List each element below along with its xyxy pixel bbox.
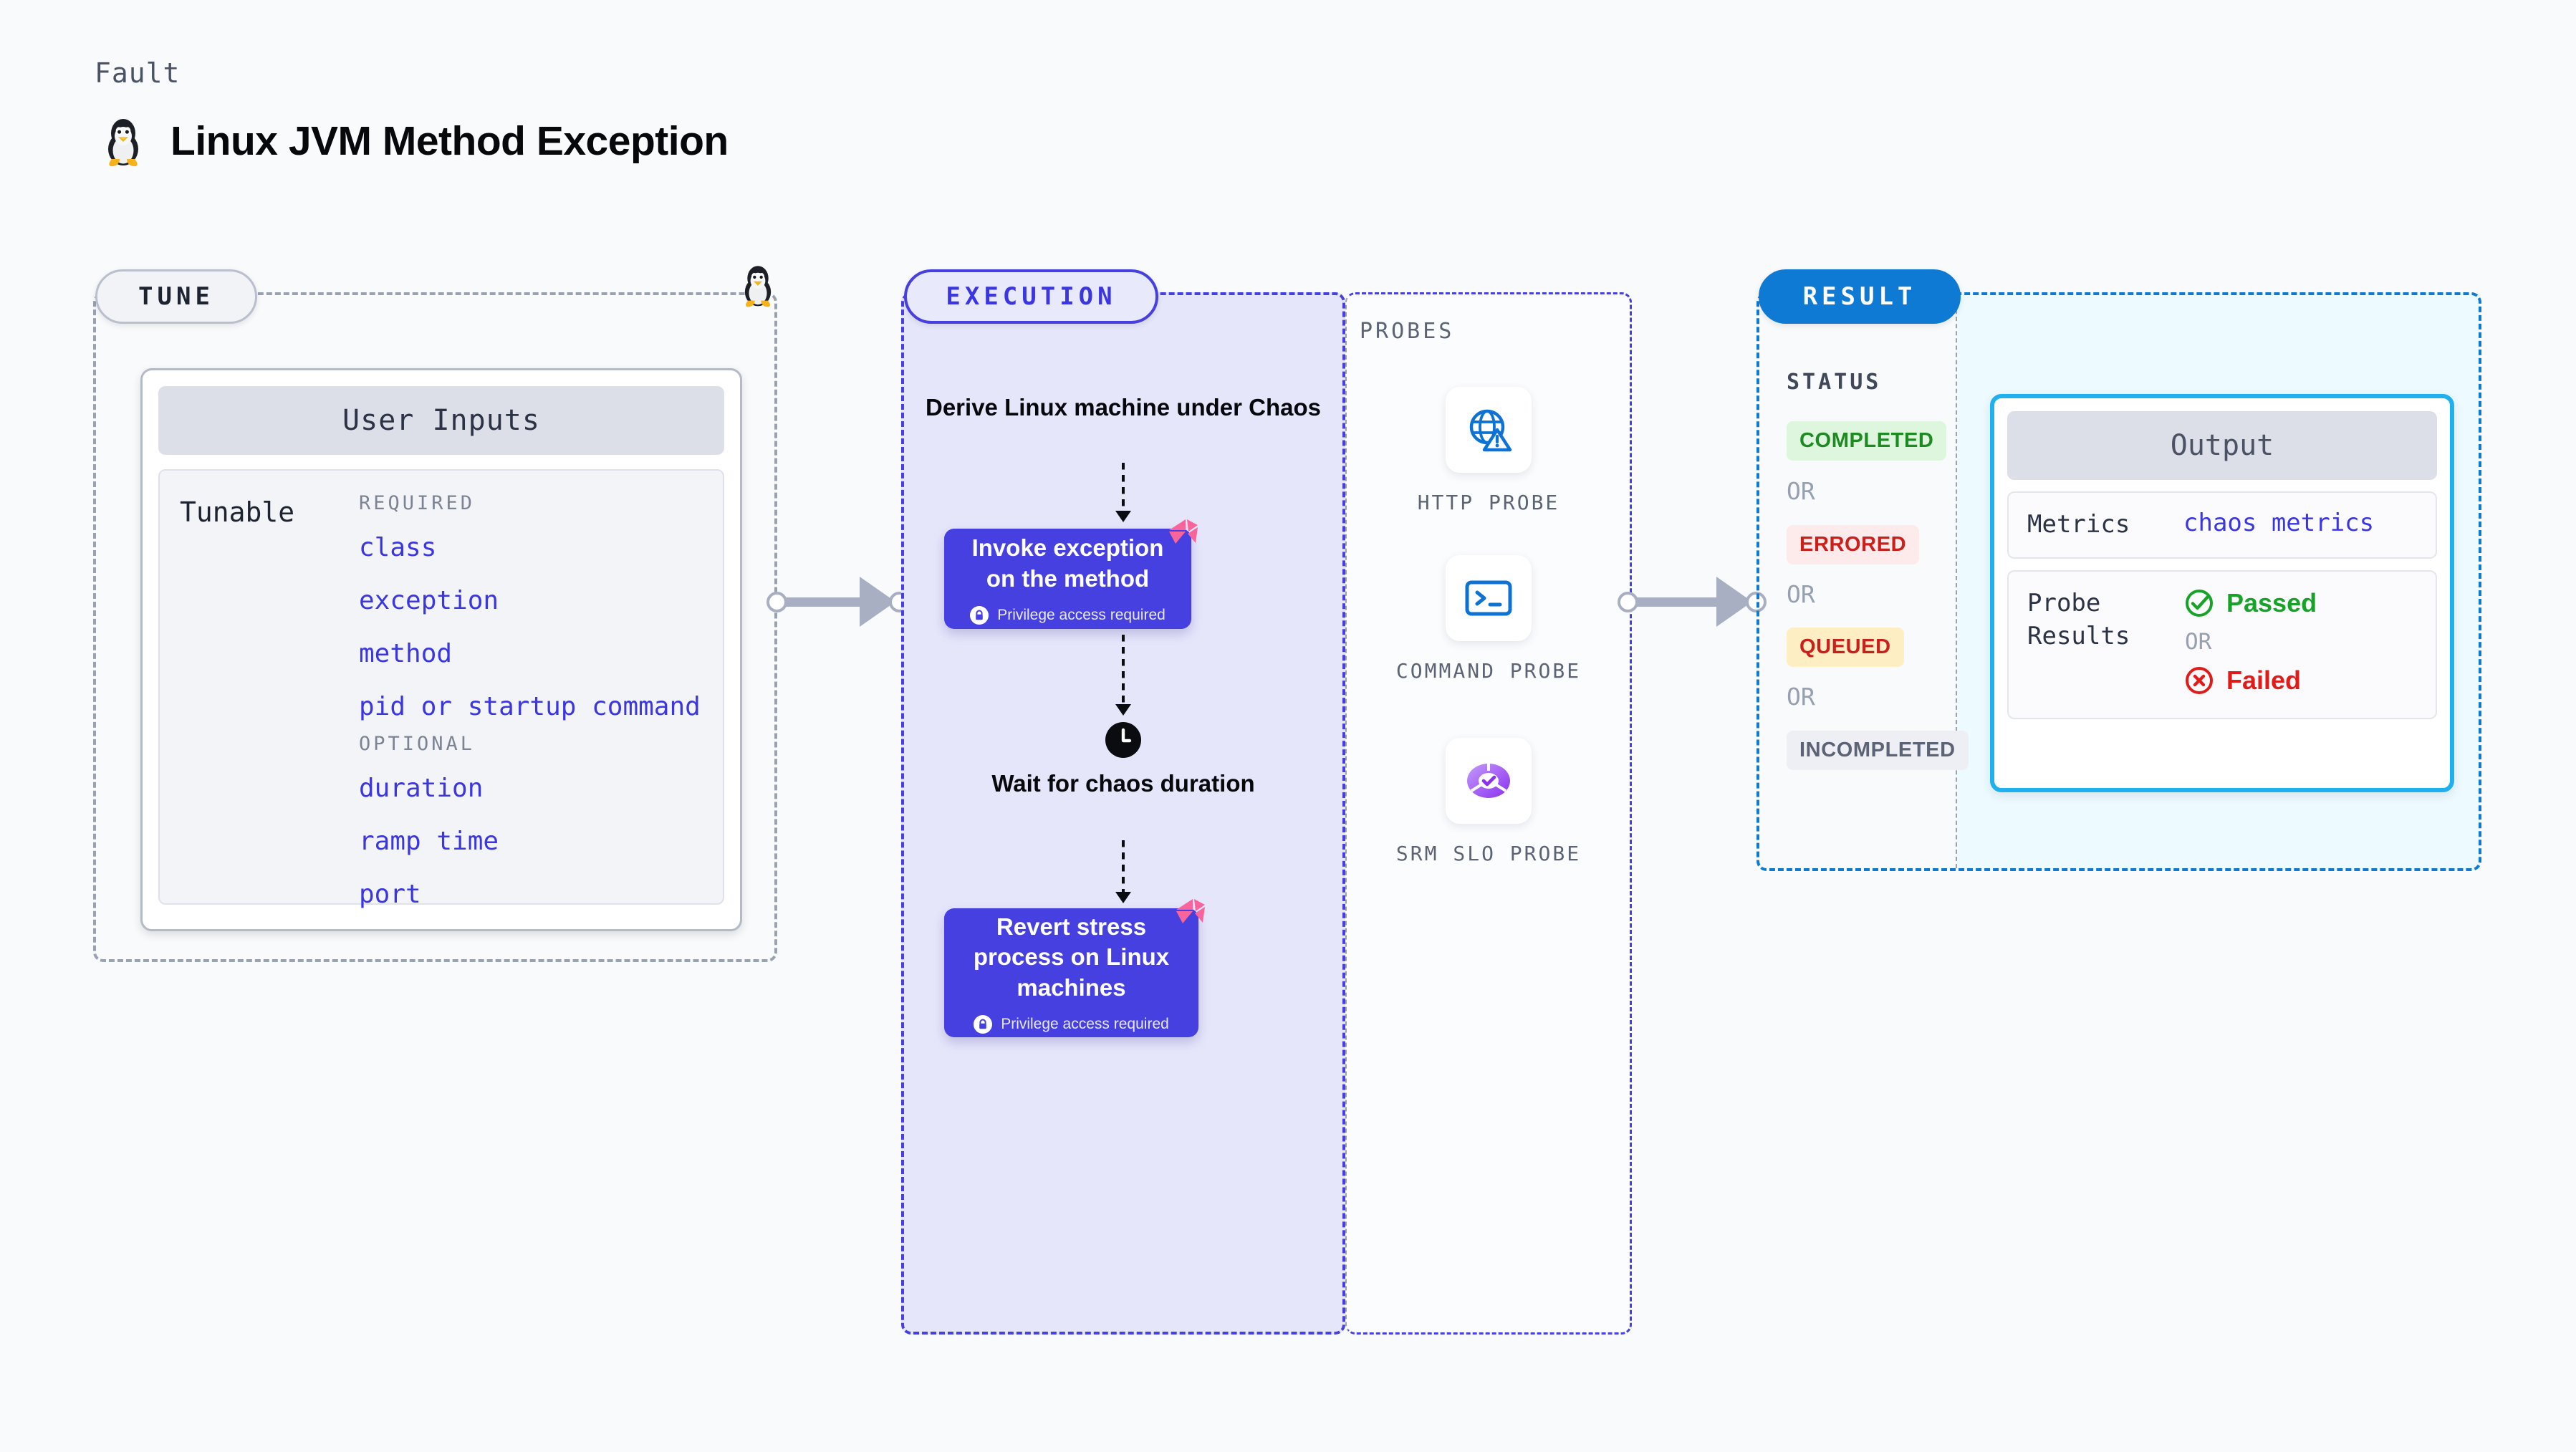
- check-circle-icon: [2183, 587, 2215, 619]
- probe-http[interactable]: HTTP PROBE: [1395, 387, 1582, 516]
- flow-arrow-2: [1115, 635, 1131, 716]
- metrics-key: Metrics: [2027, 510, 2130, 539]
- optional-group-title: OPTIONAL: [359, 733, 476, 755]
- probe-result-passed: Passed: [2183, 587, 2317, 619]
- probe-label: COMMAND PROBE: [1395, 659, 1582, 683]
- probe-results-values: Passed OR Failed: [2183, 587, 2317, 696]
- privilege-note: Privilege access required: [974, 1014, 1169, 1034]
- execution-flow: Derive Linux machine under Chaos Invoke …: [901, 292, 1345, 1335]
- flow-arrow-3: [1115, 840, 1131, 903]
- connector-end-dot: [1746, 592, 1767, 612]
- terminal-icon: [1446, 555, 1532, 641]
- linux-tux-icon: [738, 262, 778, 312]
- derive-machine-label: Derive Linux machine under Chaos: [926, 394, 1321, 420]
- param-exception[interactable]: exception: [359, 586, 499, 615]
- status-or-1: OR: [1787, 477, 1815, 505]
- globe-warning-icon: [1446, 387, 1532, 473]
- privilege-text: Privilege access required: [997, 606, 1166, 623]
- probe-label: HTTP PROBE: [1417, 491, 1560, 514]
- probe-result-failed: Failed: [2183, 665, 2317, 696]
- probe-command[interactable]: COMMAND PROBE: [1395, 555, 1582, 685]
- param-pid-or-startup-command[interactable]: pid or startup command: [359, 692, 701, 721]
- user-inputs-card: User Inputs Tunable REQUIRED class excep…: [140, 368, 742, 931]
- wait-duration-label: Wait for chaos duration: [991, 770, 1255, 797]
- probe-results-key: Probe Results: [2027, 588, 2130, 650]
- lock-icon: [974, 1014, 993, 1034]
- param-port[interactable]: port: [359, 880, 421, 909]
- probe-result-or: OR: [2185, 628, 2212, 655]
- revert-stress-node[interactable]: Revert stress process on Linux machines …: [944, 899, 1205, 1037]
- connector-start-dot: [1618, 592, 1638, 612]
- status-or-3: OR: [1787, 683, 1815, 711]
- lock-icon: [970, 605, 989, 625]
- harness-logo-icon: [1171, 894, 1210, 936]
- metrics-row: Metrics chaos metrics: [2007, 491, 2437, 559]
- result-pill[interactable]: RESULT: [1759, 269, 1961, 324]
- invoke-exception-node[interactable]: Invoke exception on the method Privilege…: [944, 519, 1198, 629]
- flow-arrow-1: [1115, 463, 1131, 522]
- result-divider: [1956, 295, 1957, 868]
- clock-icon: [1105, 722, 1141, 761]
- output-header: Output: [2007, 411, 2437, 480]
- tune-to-execution-arrow: [766, 577, 910, 627]
- probe-srm-slo[interactable]: SRM SLO PROBE: [1395, 738, 1582, 867]
- privilege-note: Privilege access required: [970, 605, 1166, 625]
- output-card: Output Metrics chaos metrics Probe Resul…: [1990, 394, 2454, 792]
- required-group-title: REQUIRED: [359, 492, 476, 514]
- connector-start-dot: [766, 592, 787, 612]
- tune-section: [93, 292, 777, 962]
- page-title: Linux JVM Method Exception: [170, 118, 729, 164]
- x-circle-icon: [2183, 665, 2215, 696]
- failed-label: Failed: [2226, 665, 2302, 695]
- status-badge-errored: ERRORED: [1787, 525, 1920, 564]
- slo-donut-check-icon: [1446, 738, 1532, 824]
- probes-title: PROBES: [1360, 319, 1455, 344]
- param-ramp-time[interactable]: ramp time: [359, 827, 499, 856]
- probe-label: SRM SLO PROBE: [1395, 842, 1582, 865]
- node-title: Revert stress process on Linux machines: [973, 913, 1170, 1001]
- execution-pill[interactable]: EXECUTION: [904, 269, 1158, 324]
- status-title: STATUS: [1787, 370, 1882, 395]
- user-inputs-body: Tunable REQUIRED class exception method …: [158, 469, 724, 909]
- tune-pill[interactable]: TUNE: [95, 269, 257, 324]
- user-inputs-header: User Inputs: [158, 386, 724, 455]
- result-section: [1756, 292, 2481, 871]
- node-title: Invoke exception on the method: [971, 534, 1164, 592]
- linux-tux-icon: [100, 115, 146, 168]
- probe-results-row: Probe Results Passed OR: [2007, 569, 2437, 719]
- probes-to-result-arrow: [1618, 577, 1768, 627]
- param-class[interactable]: class: [359, 533, 437, 562]
- param-method[interactable]: method: [359, 639, 453, 668]
- metrics-link[interactable]: chaos metrics: [2183, 509, 2375, 537]
- param-duration[interactable]: duration: [359, 774, 484, 803]
- status-or-2: OR: [1787, 580, 1815, 608]
- status-badge-queued: QUEUED: [1787, 628, 1904, 667]
- privilege-text: Privilege access required: [1001, 1015, 1169, 1032]
- page-title-row: Linux JVM Method Exception: [100, 115, 729, 168]
- status-badge-completed: COMPLETED: [1787, 421, 1947, 461]
- tunable-params: REQUIRED class exception method pid or s…: [359, 492, 701, 909]
- passed-label: Passed: [2226, 587, 2317, 617]
- status-badge-incompleted: INCOMPLETED: [1787, 731, 1969, 770]
- harness-logo-icon: [1164, 514, 1203, 557]
- tunable-label: Tunable: [180, 496, 295, 528]
- fault-kicker: Fault: [95, 57, 181, 89]
